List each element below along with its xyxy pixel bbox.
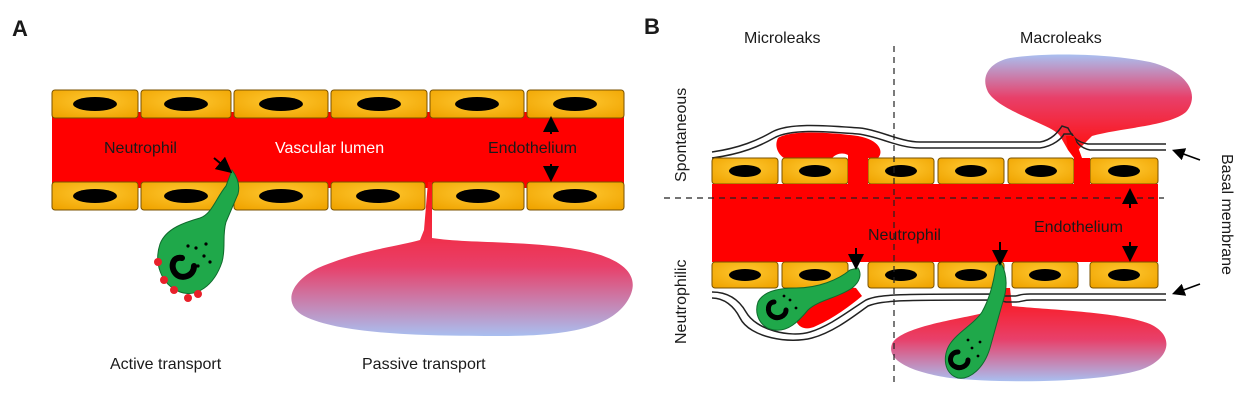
panel-b-neutrophilic-label: Neutrophilic xyxy=(673,260,690,344)
panel-b-microleak-top xyxy=(776,132,881,158)
panel-a-endothelium-top xyxy=(51,89,625,119)
panel-a-passive-transport-label: Passive transport xyxy=(362,356,486,373)
panel-a-neutrophil-label: Neutrophil xyxy=(104,140,177,157)
panel-b-macroleak-top xyxy=(985,54,1192,150)
panel-b-vascular-lumen xyxy=(712,184,1158,262)
cell-nucleus xyxy=(1029,269,1061,281)
panel-a-vascular-lumen xyxy=(52,112,624,188)
cell-nucleus xyxy=(357,97,401,111)
panel-b-spontaneous-label: Spontaneous xyxy=(673,88,690,182)
panel-b-gap-leak xyxy=(1066,136,1090,184)
granule xyxy=(170,286,178,294)
cell-nucleus xyxy=(1108,269,1140,281)
panel-b-neutrophil-right xyxy=(944,261,1007,379)
panel-a-endothelium-label: Endothelium xyxy=(488,140,577,157)
cell-nucleus xyxy=(356,189,400,203)
panel-b-neutrophil-left xyxy=(756,267,861,331)
panel-a-endothelium-bottom xyxy=(51,181,625,211)
panel-a-active-transport-label: Active transport xyxy=(110,356,222,373)
panel-a-lumen-label: Vascular lumen xyxy=(275,140,384,157)
cell-nucleus xyxy=(164,97,208,111)
panel-b-endothelium-top xyxy=(711,157,1159,185)
cell-nucleus xyxy=(259,189,303,203)
cell-nucleus xyxy=(885,165,917,177)
panel-a-neutrophil-arrow xyxy=(213,156,233,174)
panel-b-basal-membrane-label: Basal membrane xyxy=(1218,154,1235,275)
cell-nucleus xyxy=(885,269,917,281)
cell-nucleus xyxy=(955,165,987,177)
cell-nucleus xyxy=(799,165,831,177)
cell-nucleus xyxy=(553,189,597,203)
cell-nucleus xyxy=(729,269,761,281)
panel-b-basal-membrane-arrow xyxy=(1171,283,1201,296)
panel-b-endothelium-label: Endothelium xyxy=(1034,219,1123,236)
cell-nucleus xyxy=(259,97,303,111)
granule xyxy=(194,290,202,298)
panel-b-letter: B xyxy=(644,14,660,39)
panel-b-macroleak-bottom xyxy=(891,288,1167,382)
cell-nucleus xyxy=(73,97,117,111)
granule xyxy=(184,294,192,302)
panel-b-endothelium-bottom xyxy=(711,261,1159,289)
cell-nucleus xyxy=(455,97,499,111)
panel-b-basal-membrane-arrow xyxy=(1171,148,1201,161)
cell-nucleus xyxy=(799,269,831,281)
panel-b-gap-leak xyxy=(848,152,868,184)
cell-nucleus xyxy=(73,189,117,203)
cell-nucleus xyxy=(955,269,987,281)
cell-nucleus xyxy=(164,189,208,203)
panel-a-passive-leak xyxy=(291,182,633,336)
panel-b-basal-membrane-bottom xyxy=(711,291,1166,341)
panel-a-letter: A xyxy=(12,16,28,41)
panel-b-basal-membrane-top xyxy=(711,124,1166,159)
panel-b-macroleaks-label: Macroleaks xyxy=(1020,30,1102,47)
panel-b-neutrophil-label: Neutrophil xyxy=(868,227,941,244)
panel-b-microleaks-label: Microleaks xyxy=(744,30,820,47)
granule xyxy=(154,258,162,266)
cell-nucleus xyxy=(553,97,597,111)
cell-nucleus xyxy=(456,189,500,203)
granule xyxy=(160,276,168,284)
cell-nucleus xyxy=(729,165,761,177)
cell-nucleus xyxy=(1025,165,1057,177)
panel-a-neutrophil xyxy=(154,168,240,302)
cell-nucleus xyxy=(1108,165,1140,177)
